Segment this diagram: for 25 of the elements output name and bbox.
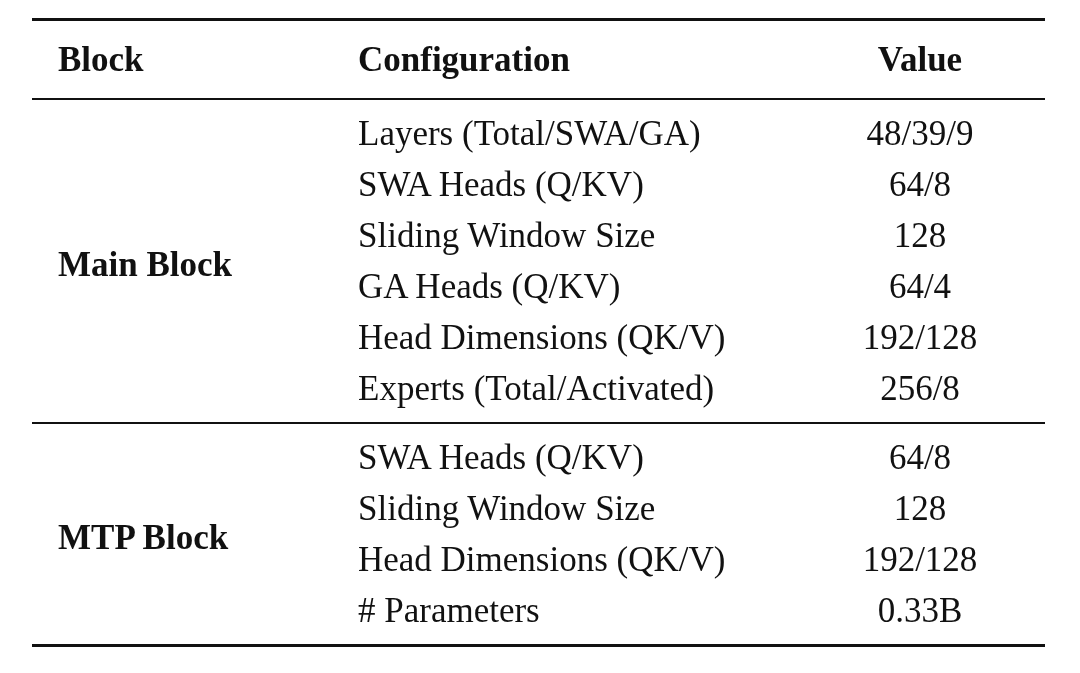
configuration-name: Experts (Total/Activated) — [358, 368, 715, 408]
column-header: Configuration — [358, 39, 570, 79]
configuration-name: SWA Heads (Q/KV) — [358, 437, 644, 477]
row-group-label: MTP Block — [58, 518, 229, 557]
configuration-value: 256/8 — [880, 368, 960, 408]
configuration-value: 0.33B — [877, 590, 963, 630]
configuration-value: 192/128 — [862, 317, 978, 357]
configuration-value: 64/8 — [888, 437, 952, 477]
configuration-value: 128 — [893, 215, 947, 255]
configuration-value: 64/8 — [888, 164, 952, 204]
configuration-name: Head Dimensions (QK/V) — [358, 539, 726, 579]
configuration-name: Layers (Total/SWA/GA) — [358, 113, 701, 153]
configuration-name: Sliding Window Size — [358, 488, 656, 528]
configuration-name: GA Heads (Q/KV) — [358, 266, 621, 306]
configuration-value: 128 — [893, 488, 947, 528]
column-header: Block — [58, 39, 144, 79]
configuration-name: Head Dimensions (QK/V) — [358, 317, 726, 357]
configuration-value: 192/128 — [862, 539, 978, 579]
configuration-value: 64/4 — [888, 266, 952, 306]
configuration-name: Sliding Window Size — [358, 215, 656, 255]
configuration-value: 48/39/9 — [866, 113, 974, 153]
configuration-name: # Parameters — [358, 590, 540, 630]
column-header: Value — [877, 39, 963, 79]
configuration-name: SWA Heads (Q/KV) — [358, 164, 644, 204]
row-group-label: Main Block — [58, 245, 233, 284]
